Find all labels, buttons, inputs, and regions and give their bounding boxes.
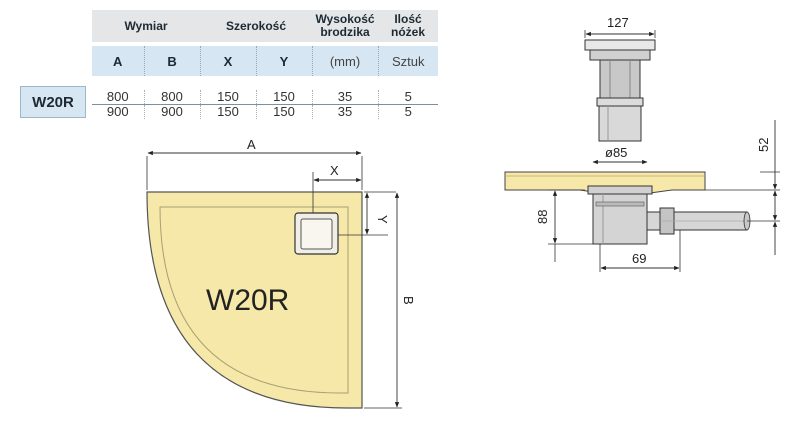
table-row: 900 900 150 150 35 5 <box>92 104 438 119</box>
header-row: Wymiar Szerokość Wysokość brodzika Ilość… <box>92 10 439 44</box>
subheader-mm: (mm) <box>312 42 379 83</box>
spec-table: Wymiar Szerokość Wysokość brodzika Ilość… <box>92 10 439 119</box>
header-wysokosc: Wysokość brodzika <box>312 10 379 44</box>
dimension-d85-label: ø85 <box>605 145 627 160</box>
subheader-row: A B X Y (mm) Sztuk <box>92 42 439 83</box>
dimension-127-label: 127 <box>607 15 629 30</box>
dimension-88-label: 88 <box>535 210 550 224</box>
subheader-b: B <box>144 42 201 83</box>
cell-x: 150 <box>200 104 257 119</box>
dimension-x-label: X <box>330 163 339 178</box>
subheader-x: X <box>200 42 257 83</box>
drain-section-view: 127 ø85 52 <box>504 15 780 272</box>
header-ilosc: Ilość nóżek <box>378 10 439 44</box>
drain-inner <box>300 218 333 250</box>
cell-b: 900 <box>144 104 201 119</box>
cell-height: 35 <box>312 104 379 119</box>
trap-body <box>598 105 642 142</box>
drain-flange <box>587 185 653 195</box>
trap-insert <box>599 59 641 99</box>
tray-plan-view: W20R A X Y B <box>146 137 416 409</box>
cell-a: 900 <box>92 104 145 119</box>
model-label: W20R <box>20 86 86 118</box>
tray-model-title: W20R <box>206 284 289 317</box>
dimension-a-label: A <box>247 137 256 152</box>
subheader-a: A <box>92 42 145 83</box>
drain-housing <box>592 193 648 245</box>
header-wymiar: Wymiar <box>92 10 201 44</box>
header-szerokosc: Szerokość <box>200 10 313 44</box>
dimension-y-label: Y <box>375 215 390 224</box>
dimension-69-label: 69 <box>632 251 646 266</box>
grate-cover <box>584 39 656 51</box>
subheader-y: Y <box>256 42 313 83</box>
subheader-sztuk: Sztuk <box>378 42 439 83</box>
dimension-52-label: 52 <box>756 138 771 152</box>
tray-inner-edge <box>159 206 349 394</box>
cell-feet: 5 <box>404 104 412 119</box>
cell-y: 150 <box>256 104 313 119</box>
dimension-b-label: B <box>401 296 416 305</box>
